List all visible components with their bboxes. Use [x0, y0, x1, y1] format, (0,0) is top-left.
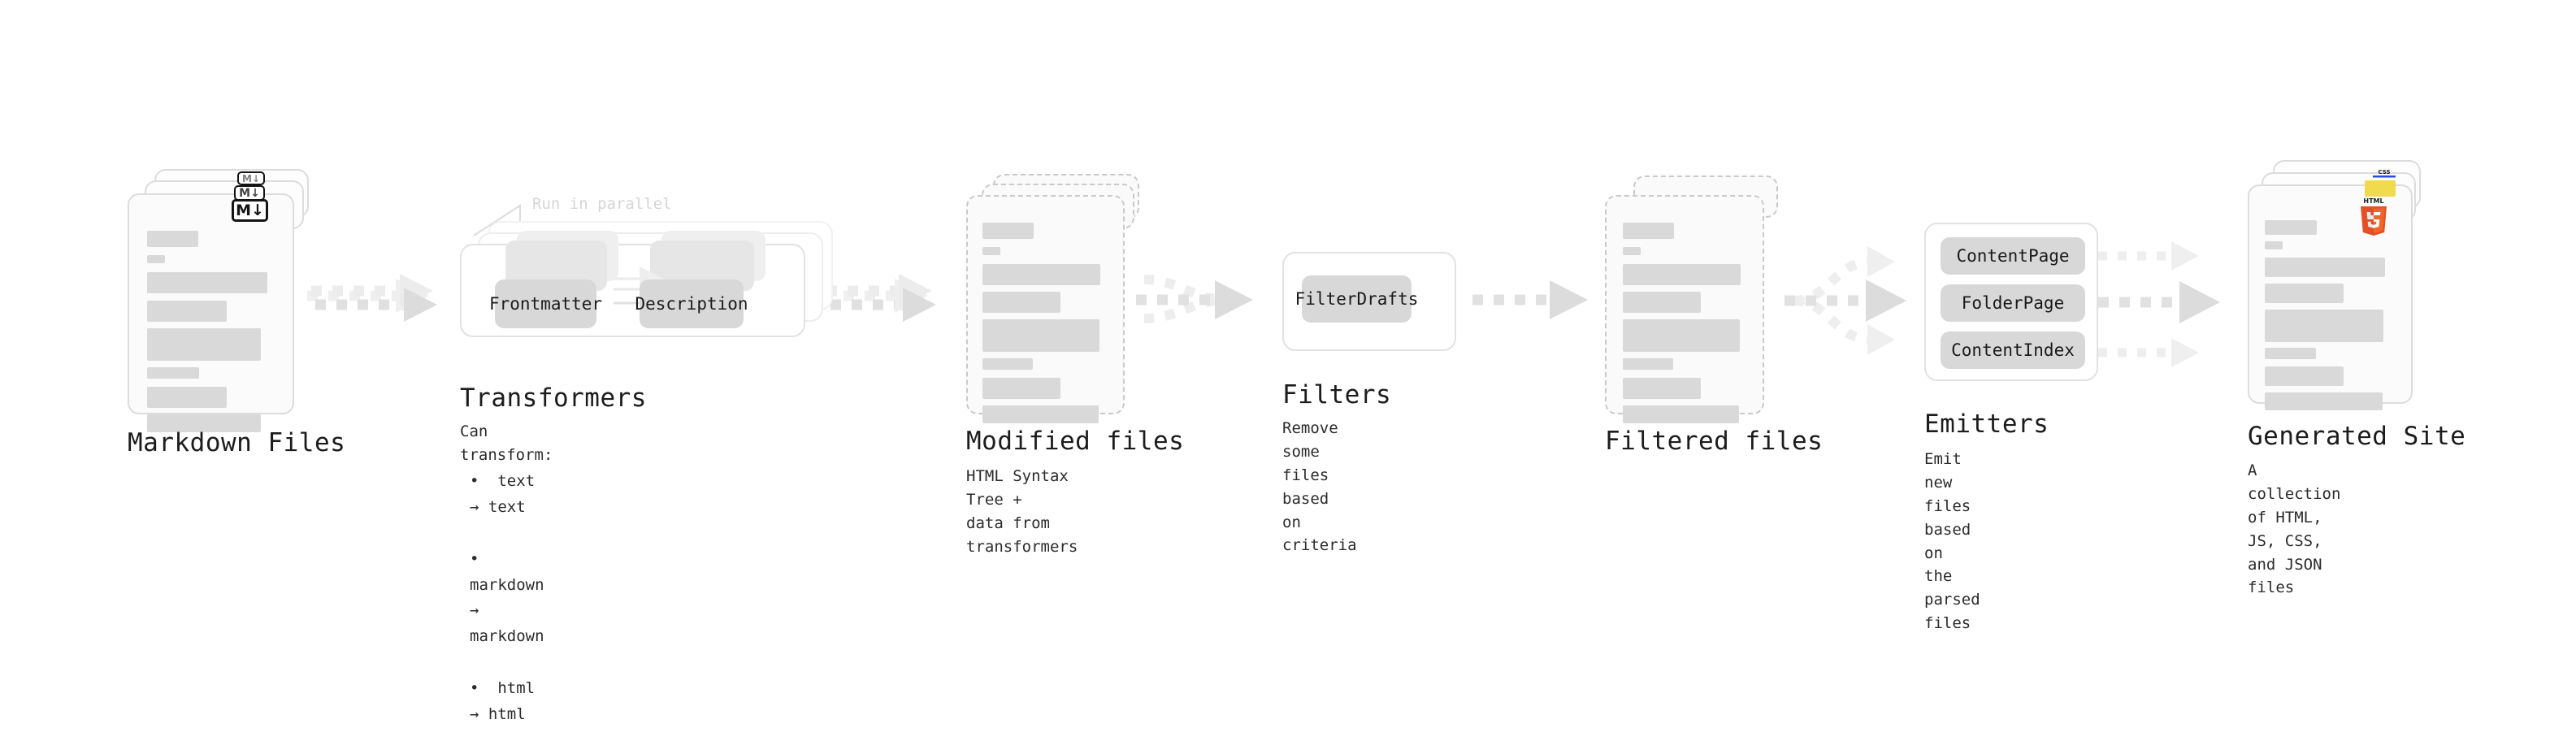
skeleton-bar: [982, 319, 1099, 352]
skeleton-bar: [1623, 319, 1740, 352]
skeleton-bar: [2265, 348, 2316, 359]
markdown-icon-text: M↓: [236, 201, 264, 219]
markdown-card-front: [128, 193, 294, 432]
emitter-chip-contentindex[interactable]: ContentIndex: [1941, 332, 2085, 369]
skeleton-bar: [1623, 223, 1674, 239]
skeleton-bar: [2265, 392, 2383, 410]
skeleton-bar: [1623, 292, 1701, 313]
connector-markdown-to-transformers: [307, 274, 437, 322]
emitters-desc: Emit new files based on the parsed files: [1924, 450, 1980, 633]
filtered-files-label: Filtered files: [1605, 427, 1824, 456]
emitters-box: ContentPage FolderPage ContentIndex: [1924, 223, 2098, 381]
modified-files-label: Modified files: [966, 427, 1185, 456]
skeleton-bar: [2265, 241, 2283, 249]
skeleton-bar: [1623, 358, 1673, 370]
skeleton-bar: [982, 223, 1034, 239]
modified-card-front: [966, 195, 1125, 423]
skeleton-bar: [1623, 378, 1701, 399]
transformer-chip-frontmatter[interactable]: Frontmatter: [489, 280, 602, 328]
transformers-label: Transformers: [460, 384, 647, 413]
transformers-bullets: • text → text • markdown → markdown • ht…: [470, 443, 544, 754]
skeleton-bar: [982, 358, 1033, 370]
emitter-chip-folderpage[interactable]: FolderPage: [1941, 284, 2085, 322]
markdown-icon: M↓: [232, 199, 268, 222]
transformers-bullet-text: markdown → markdown: [470, 575, 544, 646]
skeleton-bar: [982, 378, 1060, 399]
skeleton-bar: [147, 328, 261, 361]
markdown-icon-back-2: M↓: [237, 171, 265, 185]
html5-icon: HTML: [2354, 195, 2393, 237]
filters-box: FilterDrafts: [1282, 252, 1456, 351]
skeleton-bar: [147, 272, 267, 293]
emitter-chip-contentpage-label: ContentPage: [1956, 246, 2070, 266]
transformers-bullet-item: • html → html: [470, 679, 536, 724]
connector-filters-to-filtered: [1472, 280, 1588, 319]
javascript-icon: [2365, 180, 2396, 197]
skeleton-bar: [982, 405, 1099, 423]
skeleton-bar: [147, 255, 165, 263]
skeleton-bar: [2265, 220, 2317, 235]
filter-chip-filterdrafts[interactable]: FilterDrafts: [1295, 275, 1418, 323]
connector-emitters-to-site: [2098, 241, 2220, 367]
filters-label: Filters: [1282, 380, 1392, 410]
transformers-desc: Can transform:: [460, 422, 553, 464]
skeleton-bar: [1623, 247, 1641, 255]
emitters-label: Emitters: [1924, 410, 2049, 439]
generated-card-front: [2248, 184, 2413, 410]
skeleton-bar: [2265, 310, 2383, 342]
css3-icon: CSS: [2371, 167, 2397, 178]
run-in-parallel-note: Run in parallel: [532, 195, 672, 213]
skeleton-bar: [147, 231, 198, 247]
connector-transformers-to-modified: [822, 274, 936, 322]
skeleton-bar: [1623, 405, 1739, 423]
pipeline-diagram: M↓ M↓ M↓ Markdown Files Run in parallel: [128, 160, 2466, 723]
skeleton-bar: [982, 247, 1000, 255]
skeleton-bar: [1623, 264, 1741, 285]
svg-text:HTML: HTML: [2363, 197, 2383, 205]
modified-files-desc: HTML Syntax Tree + data from transformer…: [966, 467, 1078, 556]
transformers-bullet-item: • text → text: [470, 471, 536, 516]
transformer-chip-description-label: Description: [635, 294, 748, 314]
skeleton-bar: [982, 264, 1100, 285]
transformers-bullet-item: • markdown → markdown: [470, 549, 544, 646]
emitter-chip-folderpage-label: FolderPage: [1961, 293, 2065, 313]
filters-desc: Remove some files based on criteria: [1282, 419, 1357, 555]
markdown-files-label: Markdown Files: [128, 428, 346, 457]
skeleton-bar: [2265, 284, 2344, 303]
skeleton-bar: [147, 301, 227, 322]
transformer-chip-frontmatter-label: Frontmatter: [488, 294, 603, 314]
filter-chip-filterdrafts-label: FilterDrafts: [1295, 289, 1419, 309]
filtered-card-front: [1605, 195, 1764, 423]
emitter-chip-contentpage[interactable]: ContentPage: [1941, 237, 2085, 275]
connector-modified-to-filters: [1136, 275, 1253, 323]
generated-site-label: Generated Site: [2248, 422, 2466, 451]
generated-site-desc: A collection of HTML, JS, CSS, and JSON …: [2248, 462, 2341, 597]
emitter-chip-contentindex-label: ContentIndex: [1951, 340, 2075, 360]
skeleton-bar: [147, 387, 227, 408]
transformer-chip-description[interactable]: Description: [635, 280, 748, 328]
connector-filtered-to-emitters: [1785, 246, 1906, 355]
transformers-bullet-text: html → html: [470, 679, 536, 724]
transformers-bullet-text: text → text: [470, 471, 536, 516]
svg-text:CSS: CSS: [2378, 169, 2390, 176]
skeleton-bar: [147, 414, 261, 432]
skeleton-bar: [147, 367, 199, 379]
skeleton-bar: [2265, 366, 2344, 386]
skeleton-bar: [982, 292, 1060, 313]
skeleton-bar: [2265, 258, 2385, 277]
